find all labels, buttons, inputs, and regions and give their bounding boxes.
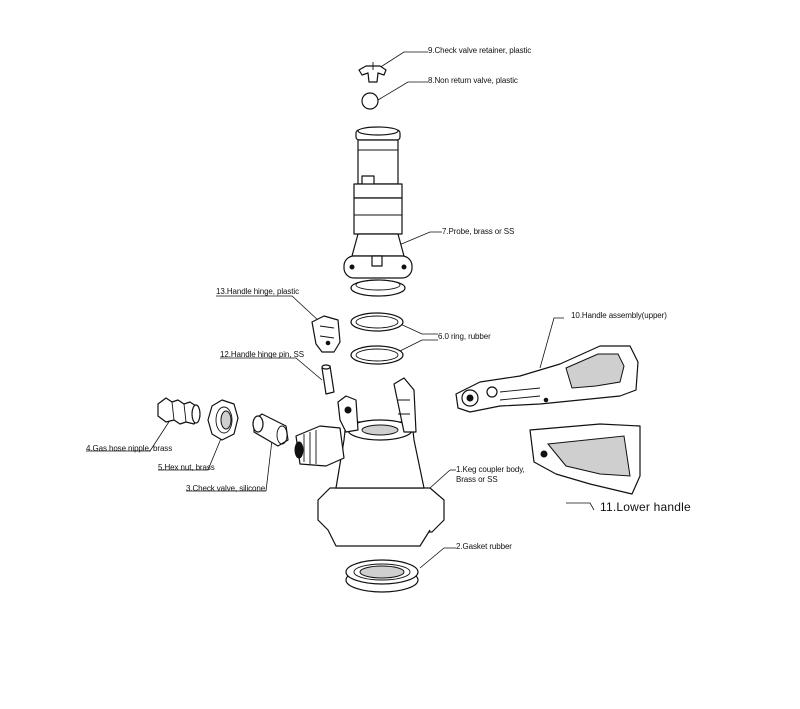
hex-nut-icon bbox=[207, 399, 239, 441]
label-hex-nut: 5.Hex nut, brass bbox=[158, 463, 215, 472]
handle-hinge-icon bbox=[311, 315, 341, 353]
lower-handle-icon bbox=[529, 423, 641, 495]
label-check-valve: 3.Check valve, silicone bbox=[186, 484, 266, 493]
label-gas-hose-nipple: 4.Gas hose nipple, brass bbox=[86, 444, 173, 453]
label-probe: 7.Probe, brass or SS bbox=[442, 227, 515, 236]
label-o-ring: 6.0 ring, rubber bbox=[438, 332, 491, 341]
handle-hinge-pin-icon bbox=[321, 364, 335, 395]
leader-lines bbox=[86, 51, 595, 569]
label-handle-assembly-upper: 10.Handle assembly(upper) bbox=[571, 311, 667, 320]
check-valve-icon bbox=[252, 413, 289, 447]
label-non-return-valve: 8.Non return valve, plastic bbox=[428, 76, 518, 85]
label-handle-hinge-pin: 12.Handle hinge pin, SS bbox=[220, 350, 304, 359]
gasket-rubber-icon bbox=[345, 559, 419, 593]
label-handle-hinge: 13.Handle hinge, plastic bbox=[216, 287, 299, 296]
gas-hose-nipple-icon bbox=[157, 397, 201, 425]
o-ring-icon bbox=[350, 312, 404, 365]
check-valve-retainer-icon bbox=[358, 62, 387, 83]
handle-assembly-upper-icon bbox=[455, 345, 639, 413]
label-gasket-rubber: 2.Gasket rubber bbox=[456, 542, 512, 551]
label-lower-handle: 11.Lower handle bbox=[600, 500, 691, 514]
keg-coupler-body-icon bbox=[294, 377, 445, 547]
label-check-valve-retainer: 9.Check valve retainer, plastic bbox=[428, 46, 532, 55]
probe-icon bbox=[343, 126, 413, 297]
label-keg-coupler-body: 1.Keg coupler body, Brass or SS bbox=[456, 465, 525, 484]
non-return-valve-icon bbox=[361, 92, 379, 110]
